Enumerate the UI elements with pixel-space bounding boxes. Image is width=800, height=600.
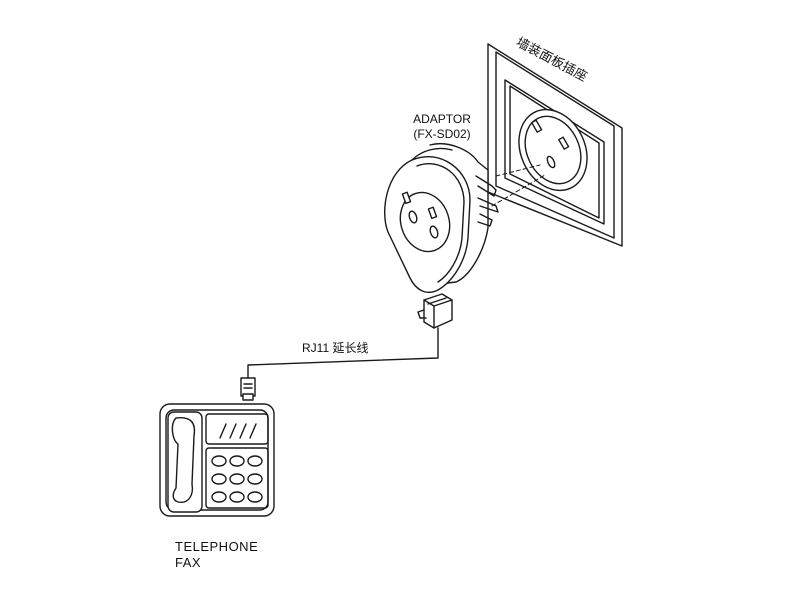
- rj11-plug: [240, 377, 256, 401]
- projection-lines: [491, 164, 546, 207]
- wall-plate-socket: [487, 43, 623, 247]
- adaptor-device: [384, 143, 499, 294]
- telephone-label: TELEPHONE: [175, 539, 259, 554]
- adaptor-model-label: (FX-SD02): [413, 127, 471, 141]
- rj11-cable: [247, 327, 439, 379]
- adaptor-name-label: ADAPTOR: [413, 112, 471, 126]
- fax-label: FAX: [175, 555, 202, 570]
- rj11-jack: [417, 293, 453, 329]
- telephone-fax: [159, 403, 275, 517]
- cable-label: RJ11 延长线: [302, 341, 369, 355]
